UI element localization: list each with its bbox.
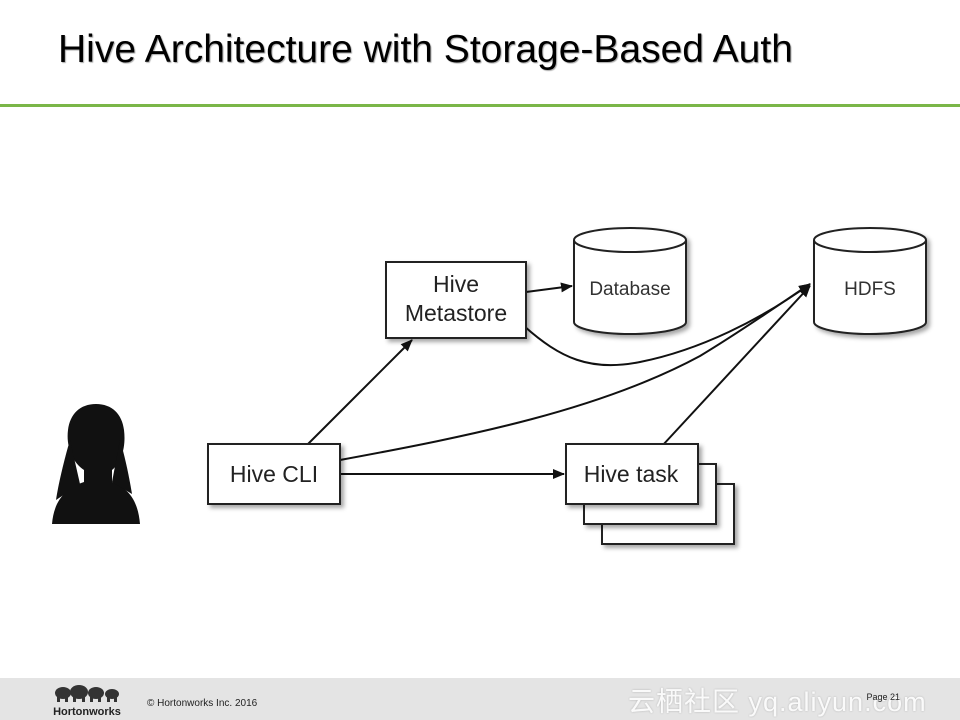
edge-metastore-to-database xyxy=(525,282,573,293)
hive-cli-node: Hive CLI xyxy=(207,443,341,505)
title-rule xyxy=(0,104,960,107)
slide-footer: Hortonworks © Hortonworks Inc. 2016 云栖社区… xyxy=(0,678,960,720)
slide-title: Hive Architecture with Storage-Based Aut… xyxy=(58,28,793,71)
database-cylinder: Database xyxy=(573,227,687,335)
metastore-label-line2: Metastore xyxy=(405,300,507,326)
elephant-herd-icon xyxy=(55,685,119,702)
logo-wordmark: Hortonworks xyxy=(53,706,121,718)
hive-task-label: Hive task xyxy=(584,461,679,487)
hive-cli-label: Hive CLI xyxy=(230,461,318,487)
page-number: Page 21 xyxy=(866,692,900,702)
edges xyxy=(305,282,811,479)
copyright-text: © Hortonworks Inc. 2016 xyxy=(147,698,258,709)
edge-task-to-hdfs xyxy=(661,285,811,447)
edge-cli-to-metastore xyxy=(305,339,413,447)
hortonworks-logo: Hortonworks xyxy=(46,684,128,718)
watermark-text: 云栖社区 yq.aliyun.com xyxy=(628,687,927,717)
hive-metastore-node: Hive Metastore xyxy=(385,261,527,339)
metastore-label-line1: Hive xyxy=(433,271,479,297)
hdfs-label: HDFS xyxy=(844,279,896,300)
edge-metastore-to-hdfs xyxy=(523,283,811,367)
database-label: Database xyxy=(589,279,670,300)
hive-task-node: Hive task xyxy=(565,443,735,545)
architecture-diagram: Hive task Hive Metastore Hive CLI Databa… xyxy=(52,227,927,545)
hdfs-cylinder: HDFS xyxy=(813,227,927,335)
user-silhouette-icon xyxy=(52,404,140,524)
edge-cli-to-hdfs xyxy=(339,283,811,461)
